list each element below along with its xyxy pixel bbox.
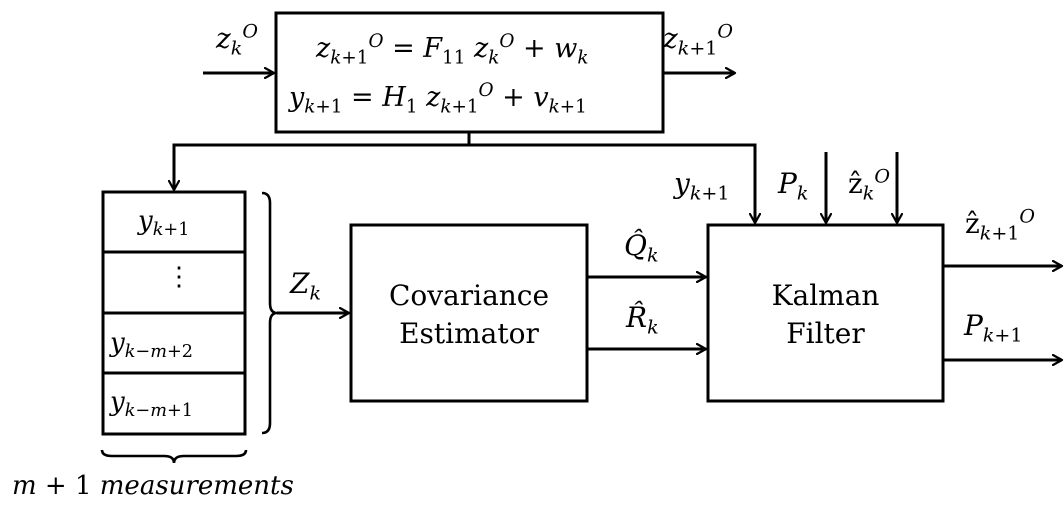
- kalman-filter-box: [706, 223, 945, 403]
- covariance-estimator-line-1: Covariance: [388, 279, 550, 312]
- system-input-label: zkO: [216, 20, 258, 60]
- kalman-filter-line-1: Kalman: [771, 279, 880, 312]
- kalman-input-p-label: Pk: [778, 167, 809, 205]
- measurement-feed-line: [174, 132, 471, 190]
- kalman-output-p-label: Pk+1: [964, 309, 1023, 347]
- zk-label: Zk: [290, 267, 322, 305]
- buffer-cell-2: yk−m+2: [110, 328, 194, 363]
- measurement-equation: yk+1 = H1 zk+1O + vk+1: [289, 80, 587, 118]
- covariance-estimator-box: [349, 223, 589, 403]
- q-hat-label: Q̂k: [624, 229, 659, 267]
- kalman-filter-line-2: Filter: [786, 316, 865, 350]
- covariance-estimator-line-2: Estimator: [399, 316, 539, 350]
- system-output-label: zk+1O: [663, 20, 733, 60]
- state-equation: zk+1O = F11 zkO + wk: [316, 31, 589, 69]
- buffer-bottom-brace: [100, 449, 248, 464]
- measurement-to-kalman-line: [469, 143, 755, 223]
- r-hat-label: R̂k: [626, 301, 659, 339]
- kalman-filter-title: Kalman Filter: [708, 277, 943, 353]
- buffer-right-brace: [261, 191, 278, 435]
- kalman-input-z-label: ẑkO: [848, 165, 890, 205]
- covariance-estimator-title: Covariance Estimator: [351, 277, 587, 353]
- buffer-cell-1: ⋮: [166, 262, 192, 292]
- kalman-output-z-label: ẑk+1O: [965, 205, 1035, 245]
- kalman-input-y-label: yk+1: [674, 167, 730, 205]
- buffer-cell-0: yk+1: [138, 206, 190, 241]
- buffer-cell-3: yk−m+1: [110, 387, 194, 422]
- buffer-caption: m + 1 measurements: [12, 471, 294, 501]
